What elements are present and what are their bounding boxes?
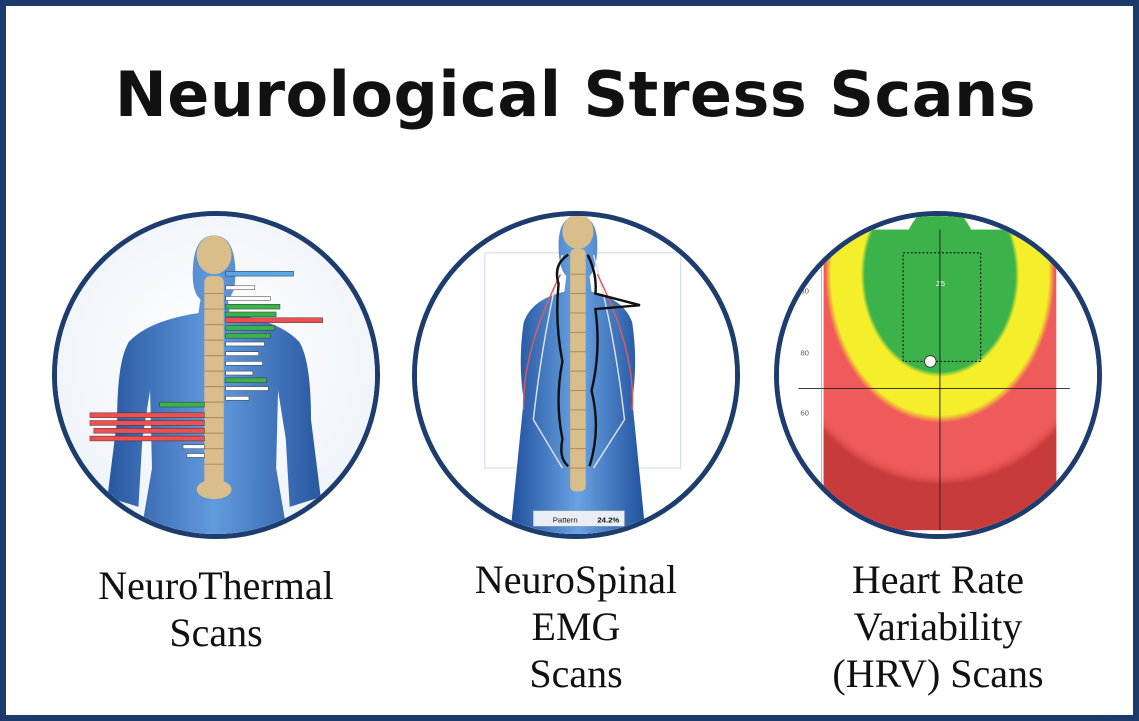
spine-thermal-chart-icon	[57, 216, 375, 534]
caption-line: Heart Rate	[851, 557, 1025, 602]
hrv-caption: Heart Rate Variability (HRV) Scans	[788, 556, 1088, 697]
caption-line: NeuroThermal	[98, 563, 334, 608]
spine-emg-chart-icon: Pattern 24.2%	[417, 216, 735, 534]
caption-line: Scans	[529, 651, 623, 696]
neurospinal-caption: NeuroSpinal EMG Scans	[426, 556, 726, 697]
neurothermal-scan-image	[52, 211, 380, 539]
emg-pattern-value: 24.2%	[597, 515, 619, 524]
caption-line: (HRV) Scans	[832, 651, 1044, 696]
slide-title: Neurological Stress Scans	[114, 58, 1037, 131]
y-tick-label: 80	[800, 287, 809, 296]
hrv-zone-label: Z5	[936, 279, 945, 288]
caption-line: EMG	[531, 604, 621, 649]
caption-line: Variability	[853, 604, 1023, 649]
hrv-zone-chart-icon: Z5 80 80 60	[779, 216, 1097, 534]
hrv-scan-image: Z5 80 80 60	[774, 211, 1102, 539]
y-tick-label: 80	[800, 349, 809, 358]
y-tick-label: 60	[800, 409, 809, 418]
emg-pattern-label: Pattern	[553, 515, 578, 524]
neurothermal-caption: NeuroThermal Scans	[66, 562, 366, 656]
neurospinal-emg-scan-image: Pattern 24.2%	[412, 211, 740, 539]
caption-line: NeuroSpinal	[474, 557, 678, 602]
caption-line: Scans	[169, 610, 263, 655]
